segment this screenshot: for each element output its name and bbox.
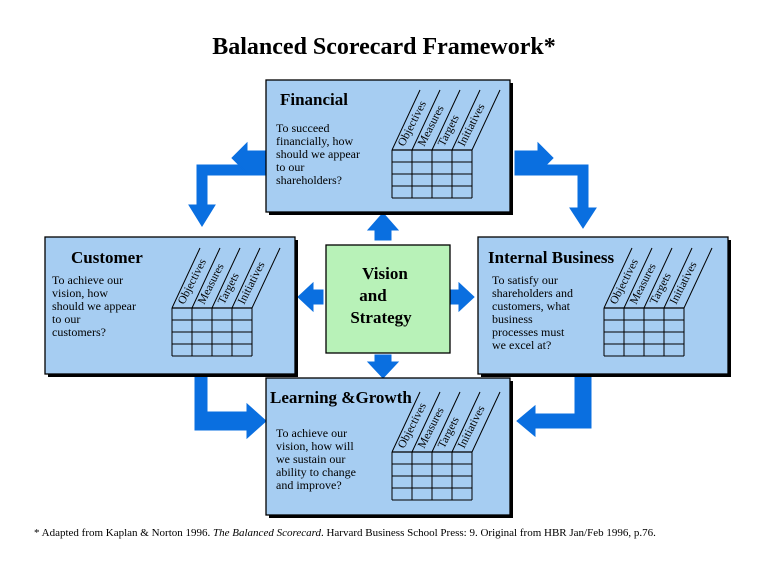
center-box-bg xyxy=(325,244,451,354)
arrows-layer xyxy=(186,141,600,440)
financial-question-line: financially, how xyxy=(276,134,354,148)
internal-box: Internal Business To satisfy oursharehold… xyxy=(477,236,731,377)
learning-question-line: and improve? xyxy=(276,478,342,492)
center-line: Vision xyxy=(362,264,408,283)
internal-question-line: we excel at? xyxy=(492,338,551,352)
page-title: Balanced Scorecard Framework* xyxy=(212,34,556,60)
footnote-prefix: * Adapted from Kaplan & Norton 1996. xyxy=(34,527,211,539)
financial-question-line: shareholders? xyxy=(276,173,342,187)
customer-question-line: To achieve our xyxy=(52,273,123,287)
customer-title: Customer xyxy=(71,248,143,267)
learning-question-line: ability to change xyxy=(276,465,356,479)
arrow-center-left xyxy=(297,281,324,313)
financial-title: Financial xyxy=(280,90,348,109)
internal-question-line: processes must xyxy=(492,325,565,339)
center-line: and xyxy=(359,286,387,305)
customer-question-line: to our xyxy=(52,312,80,326)
financial-question-line: To succeed xyxy=(276,121,329,135)
internal-title: Internal Business xyxy=(488,248,614,267)
internal-question-line: To satisfy our xyxy=(492,273,558,287)
financial-question-line: should we appear xyxy=(276,147,360,161)
arrow-center-right xyxy=(448,281,475,313)
customer-box-bg xyxy=(44,236,296,375)
learning-question-line: vision, how will xyxy=(276,439,354,453)
footnote: * Adapted from Kaplan & Norton 1996. The… xyxy=(34,527,656,539)
arrow-financial-customer xyxy=(188,141,271,227)
financial-question-line: to our xyxy=(276,160,304,174)
learning-question-line: To achieve our xyxy=(276,426,347,440)
internal-question-line: customers, what xyxy=(492,299,571,313)
footnote-book: The Balanced Scorecard xyxy=(213,527,321,539)
learning-title: Learning &Growth xyxy=(270,388,412,407)
learning-box-bg xyxy=(265,377,511,516)
internal-question-line: business xyxy=(492,312,533,326)
customer-question-line: vision, how xyxy=(52,286,108,300)
customer-question-line: customers? xyxy=(52,325,106,339)
financial-box-bg xyxy=(265,79,511,213)
arrow-center-up xyxy=(366,212,400,241)
learning-question-line: we sustain our xyxy=(276,452,345,466)
customer-question-line: should we appear xyxy=(52,299,136,313)
arrow-financial-internal xyxy=(514,141,597,229)
internal-question-line: shareholders and xyxy=(492,286,573,300)
center-line: Strategy xyxy=(350,308,412,327)
arrow-center-down xyxy=(366,354,400,379)
footnote-suffix: . Harvard Business School Press: 9. Orig… xyxy=(320,527,656,539)
